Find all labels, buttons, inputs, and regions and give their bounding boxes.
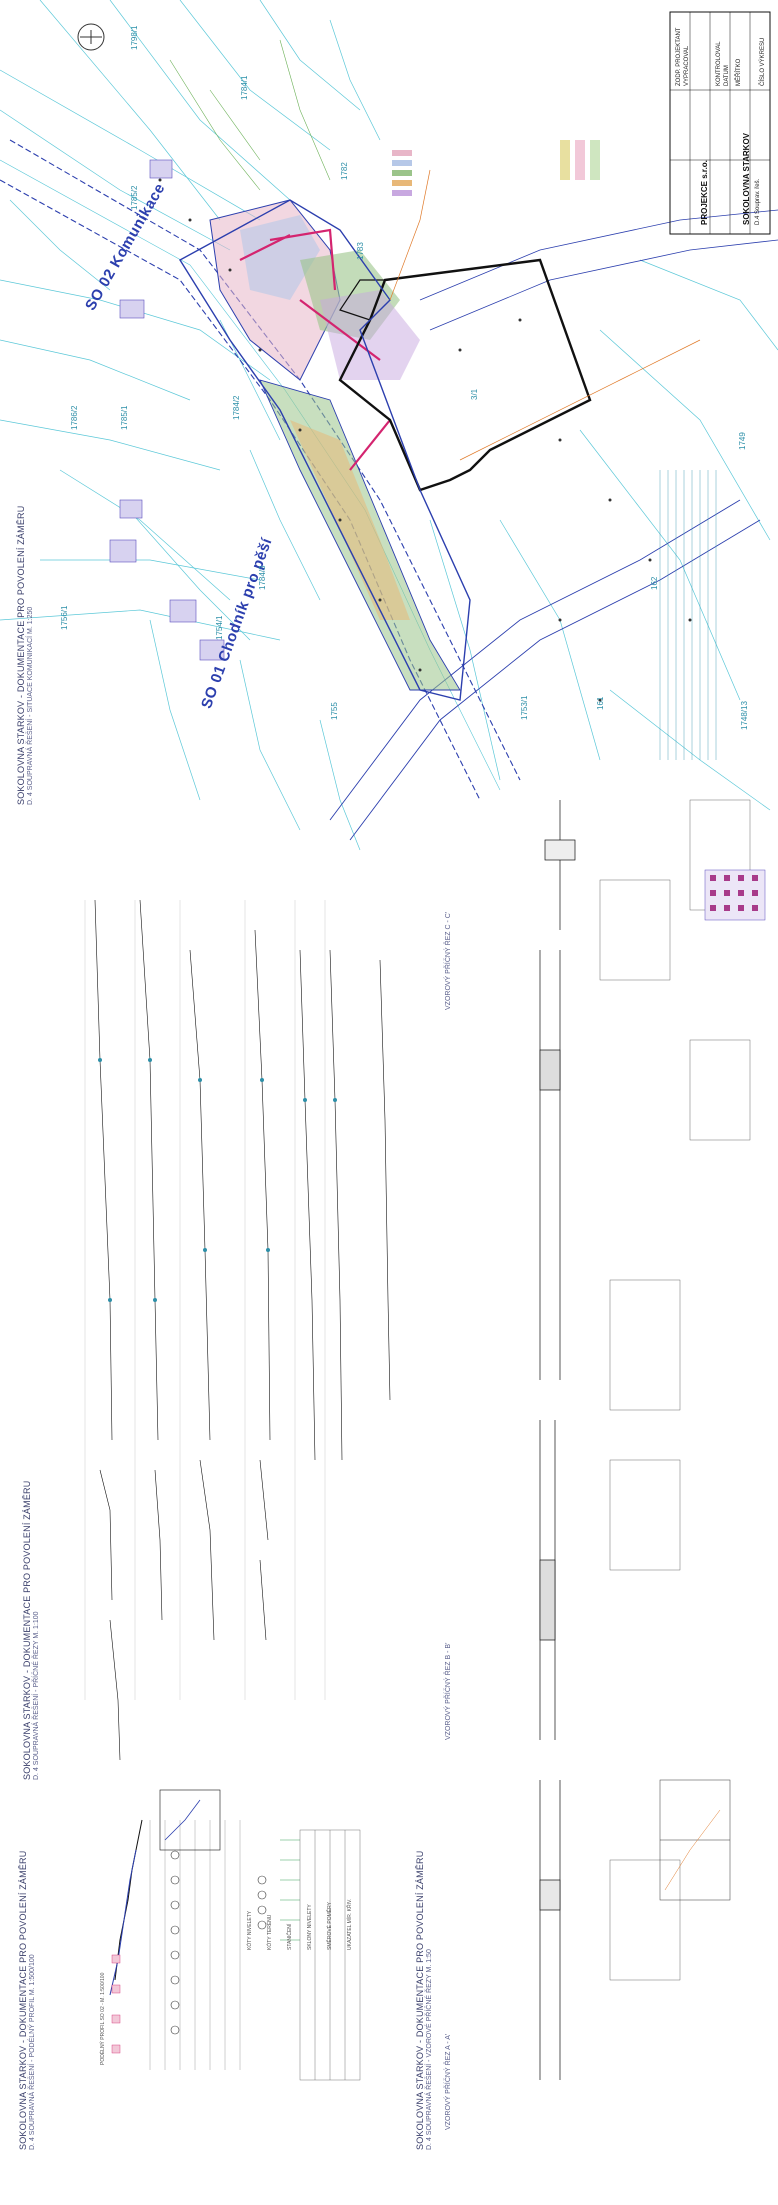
title-block <box>669 11 771 235</box>
title-block-row: ČÍSLO VÝKRESU <box>760 37 766 86</box>
title-block-row: KONTROLOVAL <box>716 41 722 86</box>
typical-sections <box>539 800 576 2080</box>
title-block-row: MĚŘÍTKO <box>736 58 742 86</box>
north-arrow-icon <box>77 23 105 51</box>
section-legend <box>599 799 751 1981</box>
detail-box <box>659 1779 731 1901</box>
profile-row-label: UKAZATEL MÍR. KŘIV. <box>347 1898 353 1950</box>
parcel-label: 161 <box>596 696 605 710</box>
parcel-label: 1786/2 <box>70 405 79 430</box>
parcel-label: 1756/1 <box>60 605 69 630</box>
profile-row-label: SKLONY NIVELETY <box>307 1904 313 1950</box>
section-lines <box>389 169 701 461</box>
existing-terrain-lines <box>169 39 331 191</box>
title-block-drawing: D.4 Souprav. řeš. <box>755 178 761 225</box>
parcel-label: 1755 <box>330 702 339 720</box>
parcel-label: 1754/1 <box>215 615 224 640</box>
cross-sections-subtitle: D. 4 SOUPRAVNÁ ŘEŠENÍ - VZOROVÉ PŘÍČNÉ Ř… <box>426 1949 433 2150</box>
design-boundary <box>179 199 471 701</box>
parcel-label: 1785/1 <box>120 405 129 430</box>
title-block-row: VYPRACOVAL <box>684 45 690 86</box>
plan-title: SOKOLOVNA STARKOV - DOKUMENTACE PRO POVO… <box>16 505 26 805</box>
parcel-label: 162 <box>650 576 659 590</box>
profile-section-subtitle: D. 4 SOUPRAVNÁ ŘEŠENÍ - PŘÍČNÉ ŘEZY M. 1… <box>33 1611 40 1780</box>
parcel-label: 1782 <box>340 162 349 180</box>
parcel-label: 3/1 <box>470 388 479 400</box>
cross-sections <box>84 899 391 1761</box>
longitudinal-title: SOKOLOVNA STARKOV - DOKUMENTACE PRO POVO… <box>18 1850 28 2150</box>
boundary-lines <box>239 228 391 471</box>
typical-section-label: VZOROVÝ PŘÍČNÝ ŘEZ A - A' <box>445 2033 452 2130</box>
title-block-row: DATUM <box>724 65 730 86</box>
parcel-label: 1783 <box>356 242 365 260</box>
typical-section-label: VZOROVÝ PŘÍČNÝ ŘEZ C - C' <box>445 911 452 1010</box>
parcel-label: 1784/2 <box>232 395 241 420</box>
parcel-label: 1749 <box>738 432 747 450</box>
cross-section-markers <box>98 1058 337 1302</box>
title-block-company: PROJEKCE s.r.o. <box>700 160 709 225</box>
cadastral-lines <box>0 0 778 851</box>
title-block-row: ZODP. PROJEKTANT <box>676 27 682 86</box>
typical-section-label: VZOROVÝ PŘÍČNÝ ŘEZ B - B' <box>445 1642 452 1740</box>
plan-legend <box>392 140 600 196</box>
title-block-project: SOKOLOVNA STARKOV <box>742 132 751 225</box>
parcel-label: 1748/13 <box>740 701 749 730</box>
parcel-label: 1785/2 <box>130 185 139 210</box>
parcel-label: 1784/1 <box>240 75 249 100</box>
design-areas <box>209 199 461 691</box>
parcel-label: 1798/1 <box>130 25 139 50</box>
pattern-swatch <box>704 869 766 921</box>
hatched-parcels <box>109 159 225 661</box>
parcel-label: 1753/1 <box>520 695 529 720</box>
survey-points <box>158 178 692 702</box>
profile-section-title: SOKOLOVNA STARKOV - DOKUMENTACE PRO POVO… <box>22 1480 32 1780</box>
longitudinal-profile <box>109 1789 361 2081</box>
notes-lines <box>659 470 717 760</box>
longitudinal-scale-note: PODÉLNÝ PROFIL SO 02 - M. 1:500/100 <box>100 1972 106 2065</box>
parcel-label: 1784/3 <box>258 565 267 590</box>
profile-row-label: STANIČENÍ <box>287 1923 293 1950</box>
profile-row-label: KÓTY TERÉNU <box>267 1914 273 1950</box>
plan-subtitle: D. 4 SOUPRAVNÁ ŘEŠENÍ - SITUACE KOMUNIKA… <box>27 606 34 805</box>
longitudinal-subtitle: D. 4 SOUPRAVNÁ ŘEŠENÍ - PODÉLNÝ PROFIL M… <box>29 1954 36 2150</box>
situation-plan <box>0 0 778 851</box>
profile-row-label: KÓTY NIVELETY <box>247 1910 253 1950</box>
cross-sections-title: SOKOLOVNA STARKOV - DOKUMENTACE PRO POVO… <box>415 1850 425 2150</box>
profile-row-label: SMĚROVÉ POMĚRY <box>327 1902 333 1950</box>
